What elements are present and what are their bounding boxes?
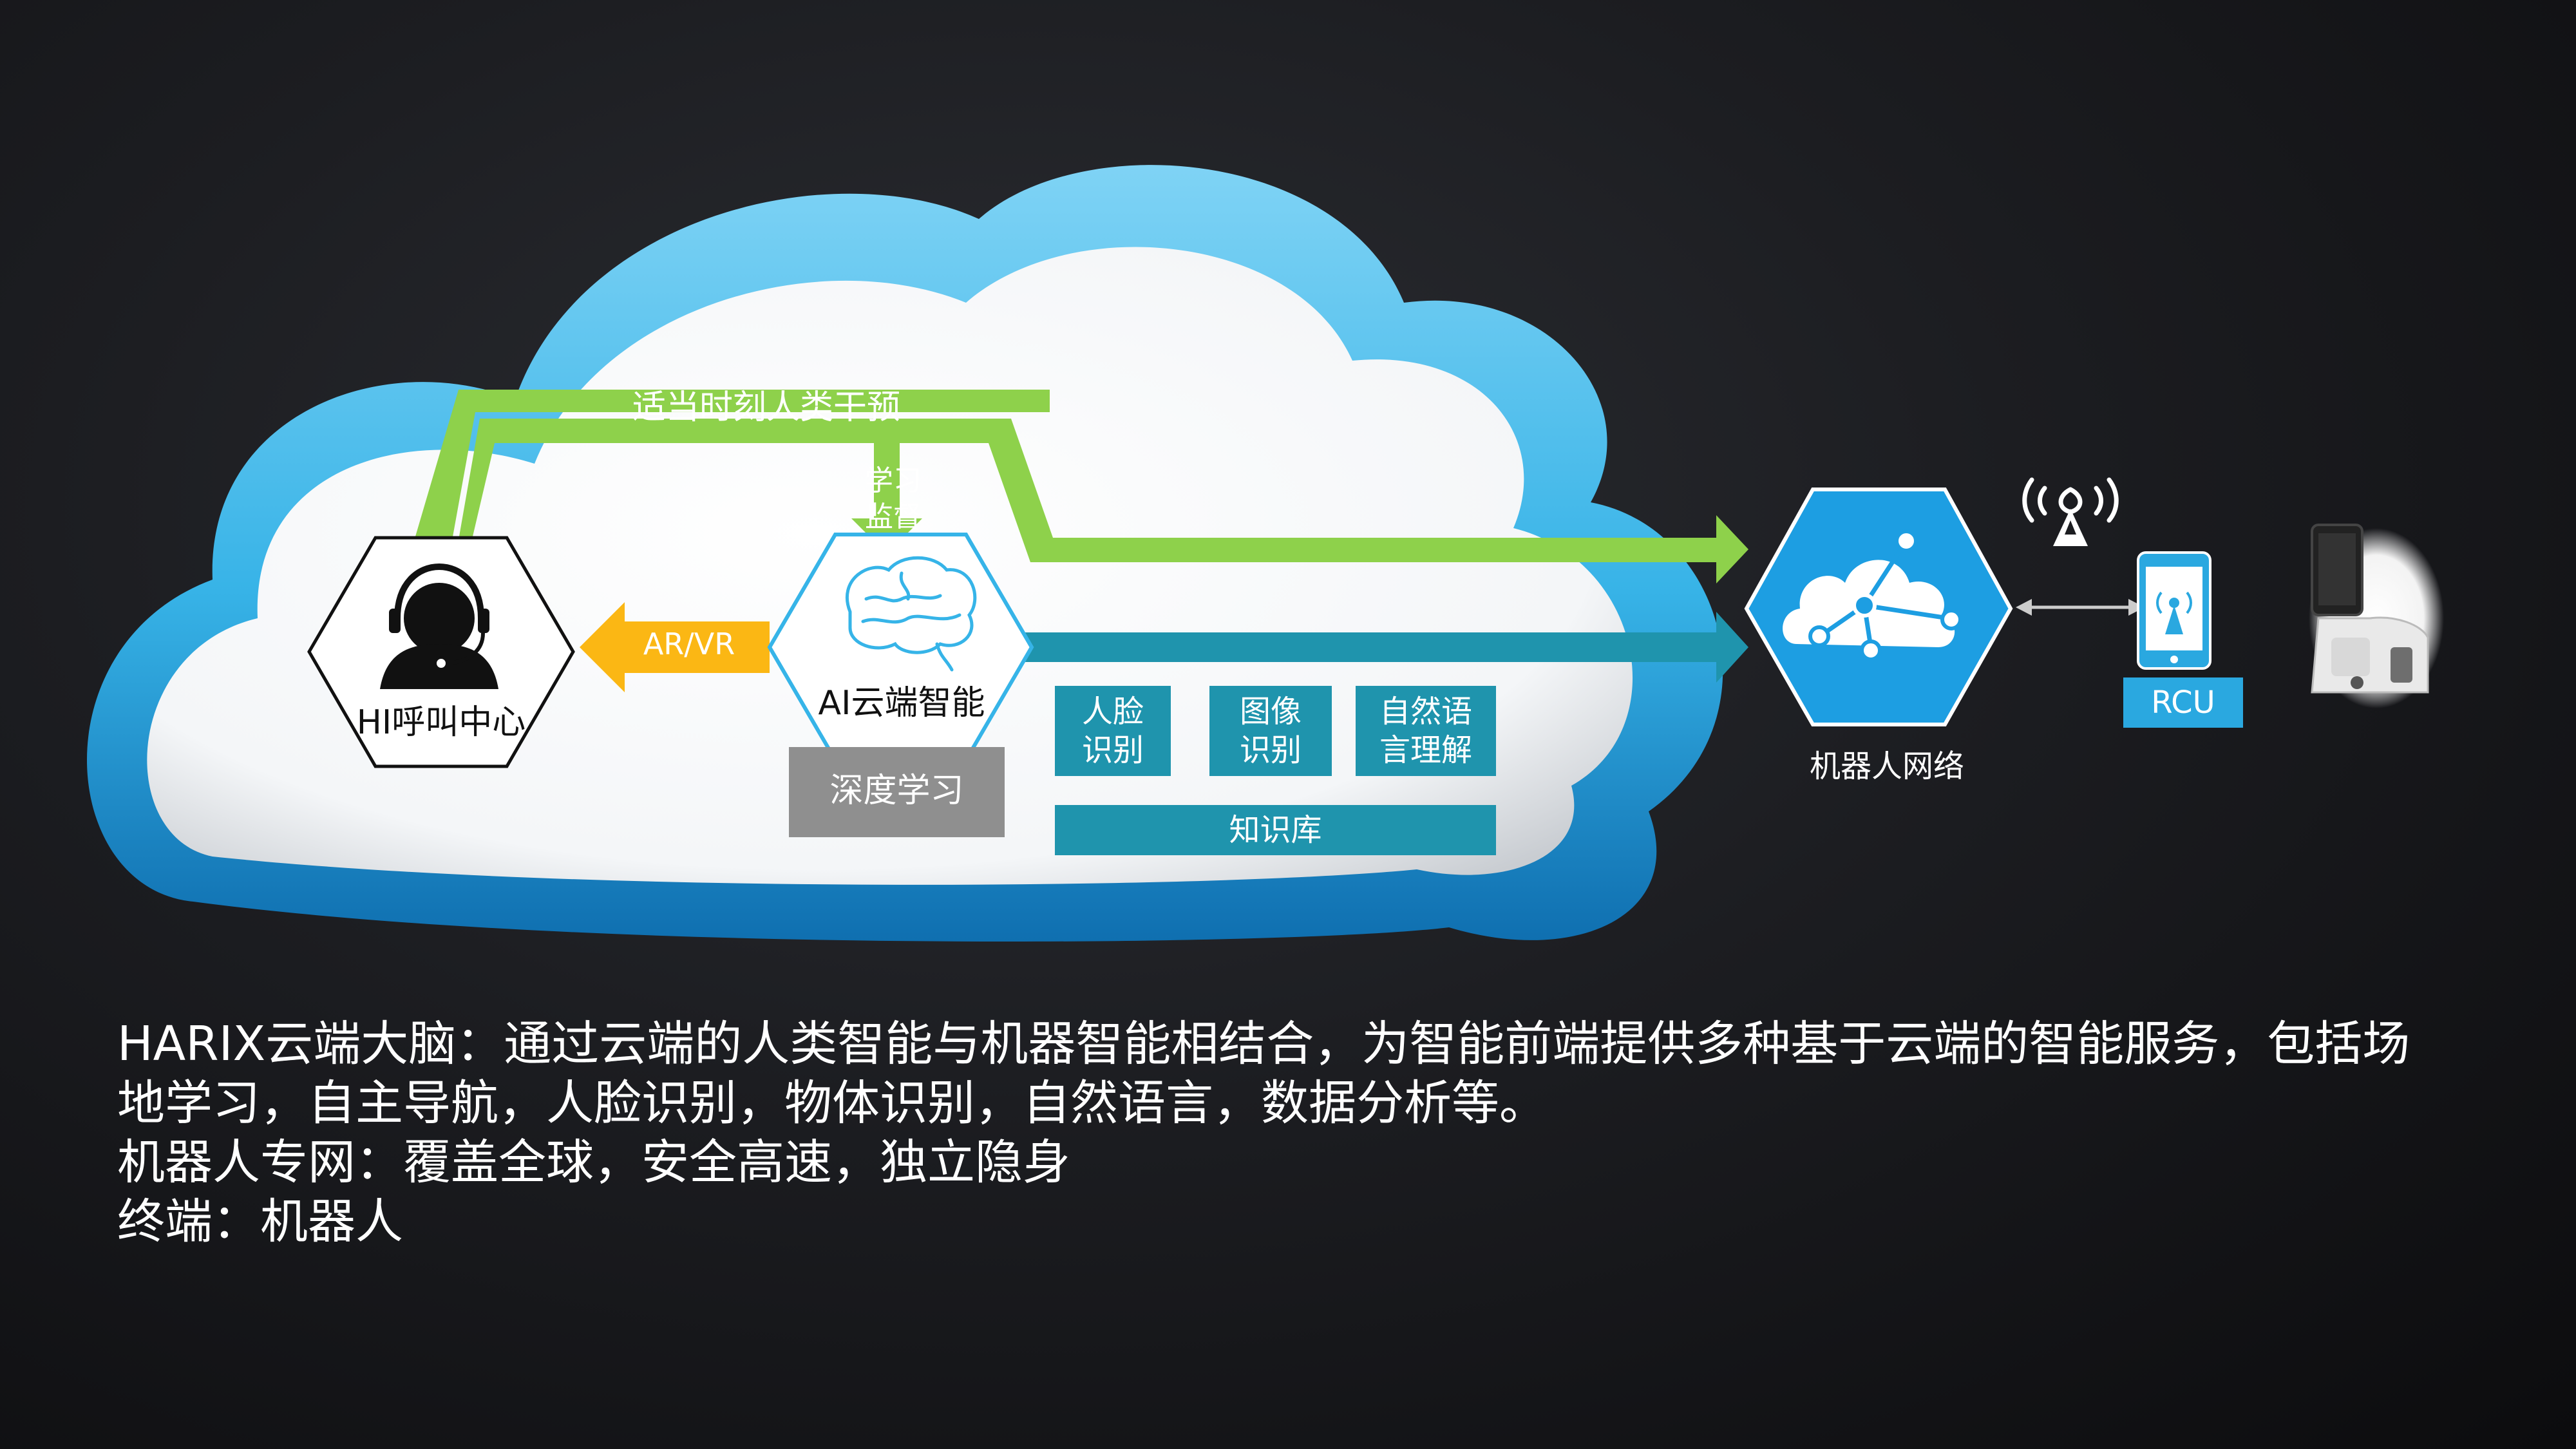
data-flow-arrow [1021, 612, 1748, 683]
description-line-3: 机器人专网：覆盖全球，安全高速，独立隐身 [117, 1135, 1070, 1190]
bidirectional-arrow [2016, 599, 2145, 616]
face-recognition-label-1: 人脸 [1081, 694, 1144, 730]
hi-call-center-node [307, 536, 575, 768]
face-recognition-label-2: 识别 [1081, 732, 1144, 768]
robot-network-label: 机器人网络 [1809, 748, 1964, 784]
image-recognition-label-1: 图像 [1239, 694, 1302, 730]
description-line-2: 地学习，自主导航，人脸识别，物体识别，自然语言，数据分析等。 [117, 1075, 1547, 1131]
image-recognition-label-2: 识别 [1239, 732, 1302, 768]
face-recognition-box [1055, 686, 1171, 776]
human-intervention-label: 适当时刻人类干预 [632, 388, 900, 427]
description-line-1: HARIX云端大脑：通过云端的人类智能与机器智能相结合，为智能前端提供多种基于云… [117, 1016, 2410, 1072]
deep-learning-box [789, 747, 1005, 837]
human-intervention-arrow [412, 390, 1748, 583]
cloud-network-icon [1783, 529, 1962, 661]
knowledge-base-box [1055, 805, 1496, 855]
ai-cloud-label: AI云端智能 [818, 684, 985, 723]
description: HARIX云端大脑：通过云端的人类智能与机器智能相结合，为智能前端提供多种基于云… [117, 1014, 2461, 1251]
arvr-arrow [580, 602, 770, 692]
phone-signal-icon [2156, 591, 2192, 634]
arvr-label: AR/VR [643, 627, 735, 661]
learning-supervision-label-2: 监督 [865, 500, 922, 533]
knowledge-base-label: 知识库 [1229, 812, 1322, 848]
deep-learning-label: 深度学习 [829, 772, 964, 810]
hi-call-center-label: HI呼叫中心 [356, 703, 526, 742]
description-line-4: 终端：机器人 [117, 1194, 403, 1249]
nlp-label-2: 言理解 [1379, 732, 1472, 768]
brain-icon [845, 556, 977, 672]
nlp-box [1356, 686, 1496, 776]
nlp-label-1: 自然语 [1379, 694, 1472, 730]
rcu-label: RCU [2151, 685, 2215, 721]
image-recognition-box [1209, 686, 1332, 776]
learning-supervision-label-1: 学习 [865, 464, 922, 497]
robot-photo [2309, 524, 2444, 708]
robot-network-node [1744, 488, 2013, 726]
rcu-device [2123, 551, 2243, 728]
signal-tower-icon [2022, 477, 2119, 546]
headset-agent-icon [380, 563, 498, 689]
ai-cloud-node [767, 533, 1034, 762]
